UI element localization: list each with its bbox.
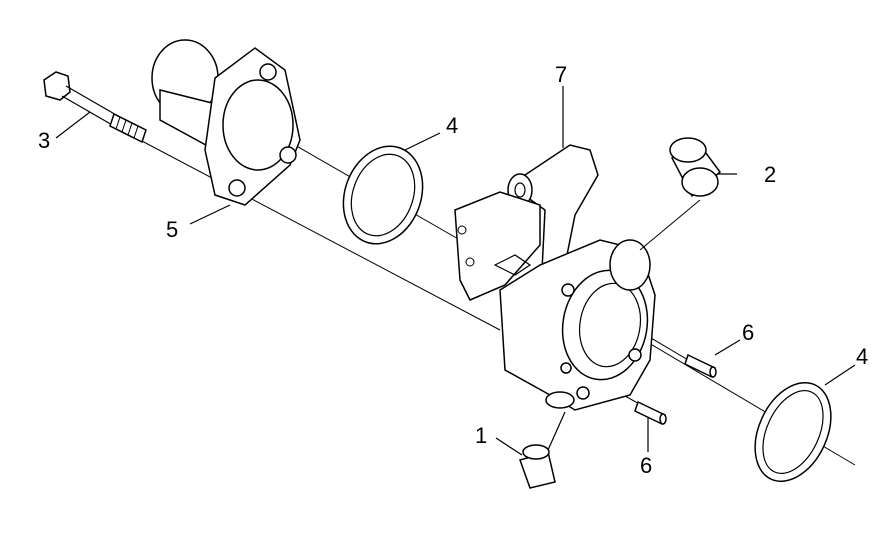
callout-3: 3 [38,128,50,153]
callout-2: 2 [764,162,776,187]
callout-4-left: 4 [446,113,458,138]
o-ring-left-part [342,145,424,245]
callout-6-right: 6 [742,320,754,345]
bolt-part [43,71,147,144]
callout-5: 5 [166,217,178,242]
housing-part [499,239,656,411]
callout-1: 1 [475,423,487,448]
flange-connector-part [151,39,301,206]
pin-bottom-part [634,400,667,426]
callout-labels: 3 2 4 5 7 6 4 1 6 [38,62,868,478]
bracket-part [454,144,599,312]
callout-4-right: 4 [856,344,868,369]
pin-right-part [684,353,717,379]
callout-6-bottom: 6 [640,453,652,478]
callout-7: 7 [555,62,567,87]
leader-lines [55,86,856,456]
cap-part [639,137,722,251]
plug-part [519,444,556,489]
o-ring-right-part [754,381,832,483]
